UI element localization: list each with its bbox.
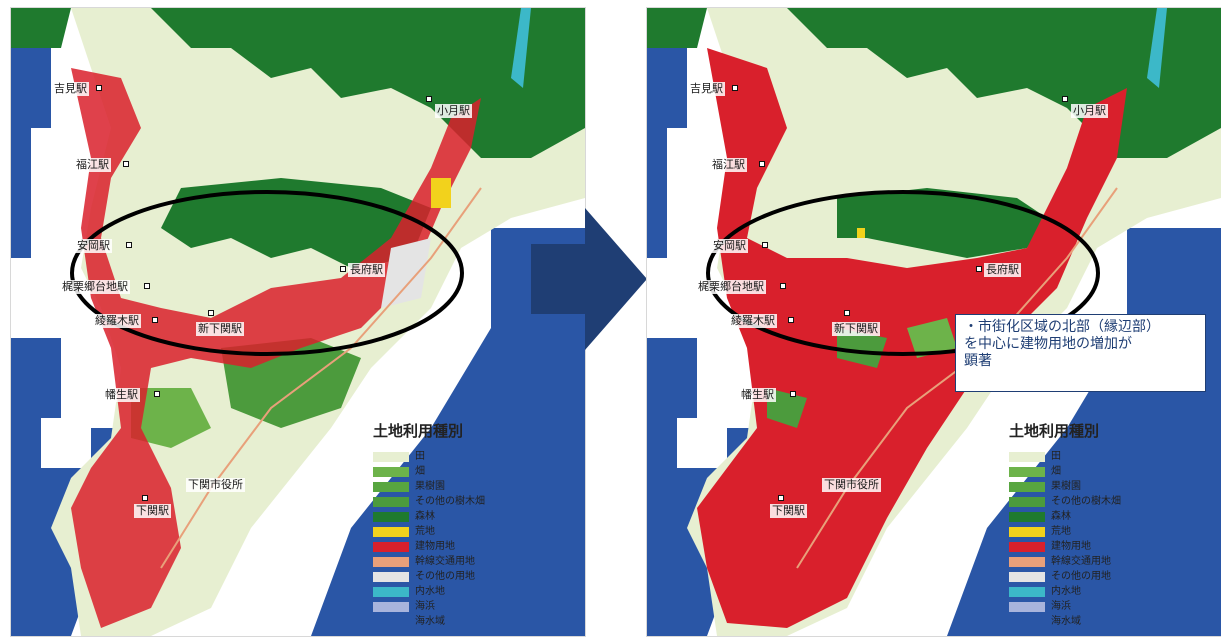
station-label-kajikuri: 梶栗郷台地駅: [60, 280, 130, 294]
legend-swatch: [373, 542, 409, 552]
station-marker: [340, 266, 346, 272]
legend-swatch: [1009, 557, 1045, 567]
station-label-ayaragi: 綾羅木駅: [729, 314, 777, 328]
station-marker: [426, 96, 432, 102]
station-marker: [759, 161, 765, 167]
legend-swatch: [373, 587, 409, 597]
station-marker: [790, 391, 796, 397]
station-label-hatabu: 幡生駅: [103, 388, 140, 402]
legend-swatch: [1009, 542, 1045, 552]
station-marker: [844, 310, 850, 316]
legend: 土地利用種別 田 畑 果樹園 その他の樹木畑 森林 荒地 建物用地 幹線交通用地…: [1009, 422, 1121, 627]
station-label-fukue: 福江駅: [710, 158, 747, 172]
station-label-kozuki: 小月駅: [435, 104, 472, 118]
legend-swatch: [373, 452, 409, 462]
station-marker: [123, 161, 129, 167]
legend-title: 土地利用種別: [1009, 422, 1100, 440]
station-marker: [788, 317, 794, 323]
station-label-kajikuri: 梶栗郷台地駅: [696, 280, 766, 294]
legend-swatch: [373, 467, 409, 477]
station-marker: [780, 283, 786, 289]
legend-swatch: [1009, 602, 1045, 612]
legend-swatch: [373, 527, 409, 537]
station-marker: [976, 266, 982, 272]
station-label-yoshimi: 吉見駅: [52, 82, 89, 96]
legend: 土地利用種別 田 畑 果樹園 その他の樹木畑 森林 荒地 建物用地 幹線交通用地…: [373, 422, 485, 627]
station-marker: [144, 283, 150, 289]
station-label-shimonoseki: 下関駅: [134, 504, 171, 518]
station-label-yasuoka: 安岡駅: [75, 239, 112, 253]
legend-swatch: [373, 497, 409, 507]
station-label-shinshimonoseki: 新下関駅: [196, 322, 244, 336]
annotation-callout: ・市街化区域の北部（縁辺部） を中心に建物用地の増加が 顕著: [955, 314, 1206, 392]
legend-swatch: [1009, 617, 1045, 627]
station-label-fukue: 福江駅: [74, 158, 111, 172]
station-label-cityhall: 下関市役所: [186, 478, 245, 492]
legend-swatch: [1009, 497, 1045, 507]
station-label-shinshimonoseki: 新下関駅: [832, 322, 880, 336]
legend-title: 土地利用種別: [373, 422, 464, 440]
legend-swatch: [373, 512, 409, 522]
legend-swatch: [1009, 452, 1045, 462]
legend-swatch: [1009, 527, 1045, 537]
station-label-kozuki: 小月駅: [1071, 104, 1108, 118]
station-marker: [732, 85, 738, 91]
legend-swatch: [1009, 572, 1045, 582]
legend-swatch: [373, 617, 409, 627]
station-label-yoshimi: 吉見駅: [688, 82, 725, 96]
station-label-ayaragi: 綾羅木駅: [93, 314, 141, 328]
legend-swatch: [373, 557, 409, 567]
station-label-yasuoka: 安岡駅: [711, 239, 748, 253]
station-marker: [1062, 96, 1068, 102]
station-marker: [154, 391, 160, 397]
station-marker: [126, 242, 132, 248]
station-marker: [96, 85, 102, 91]
legend-swatch: [1009, 467, 1045, 477]
station-marker: [208, 310, 214, 316]
station-label-chofu: 長府駅: [984, 263, 1021, 277]
station-label-chofu: 長府駅: [348, 263, 385, 277]
station-marker: [142, 495, 148, 501]
legend-swatch: [1009, 587, 1045, 597]
station-marker: [152, 317, 158, 323]
callout-line: ・市街化区域の北部（縁辺部）: [964, 319, 1160, 335]
right-arrow-icon: [531, 208, 647, 350]
station-label-cityhall: 下関市役所: [822, 478, 881, 492]
legend-swatch: [373, 572, 409, 582]
station-marker: [762, 242, 768, 248]
legend-swatch: [1009, 482, 1045, 492]
callout-line: 顕著: [964, 353, 992, 369]
land-use-map-before: 吉見駅 小月駅 福江駅 安岡駅 梶栗郷台地駅 綾羅木駅 長府駅 新下関駅 幡生駅…: [10, 7, 586, 637]
legend-swatch: [373, 602, 409, 612]
legend-swatch: [1009, 512, 1045, 522]
station-label-shimonoseki: 下関駅: [770, 504, 807, 518]
station-marker: [778, 495, 784, 501]
legend-swatch: [373, 482, 409, 492]
callout-line: を中心に建物用地の増加が: [964, 336, 1132, 352]
station-label-hatabu: 幡生駅: [739, 388, 776, 402]
